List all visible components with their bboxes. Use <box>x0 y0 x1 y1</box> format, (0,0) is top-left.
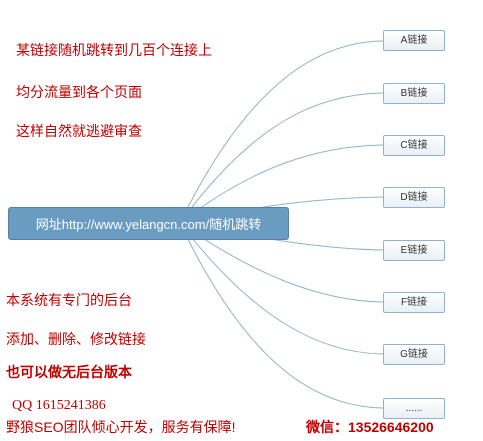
branch-line-more <box>179 222 384 409</box>
note-random-redirect: 某链接随机跳转到几百个连接上 <box>16 42 212 58</box>
note-balance-traffic: 均分流量到各个页面 <box>16 84 142 100</box>
leaf-node-more[interactable]: ...... <box>383 398 445 419</box>
qq-contact: QQ 1615241386 <box>12 398 106 413</box>
note-edit-links: 添加、删除、修改链接 <box>6 331 146 347</box>
branch-line-a <box>179 40 384 224</box>
leaf-node-g[interactable]: G链接 <box>383 344 445 365</box>
leaf-node-b[interactable]: B链接 <box>383 83 445 104</box>
branch-line-c <box>179 144 384 224</box>
leaf-node-c[interactable]: C链接 <box>383 135 445 156</box>
note-avoid-review: 这样自然就逃避审查 <box>16 123 142 139</box>
branch-line-g <box>179 222 384 355</box>
note-no-backend-version: 也可以做无后台版本 <box>6 364 132 380</box>
note-admin-backend: 本系统有专门的后台 <box>6 292 132 308</box>
leaf-node-d[interactable]: D链接 <box>383 187 445 208</box>
root-node-url: 网址http://www.yelangcn.com/随机跳转 <box>8 207 289 240</box>
branch-line-f <box>179 222 384 303</box>
leaf-node-a[interactable]: A链接 <box>383 30 445 51</box>
footer-team-line: 野狼SEO团队倾心开发，服务有保障! <box>6 419 236 435</box>
branch-line-b <box>179 92 384 224</box>
footer-wechat-contact: 微信：13526646200 <box>306 419 434 435</box>
leaf-node-f[interactable]: F链接 <box>383 292 445 313</box>
leaf-node-e[interactable]: E链接 <box>383 240 445 261</box>
